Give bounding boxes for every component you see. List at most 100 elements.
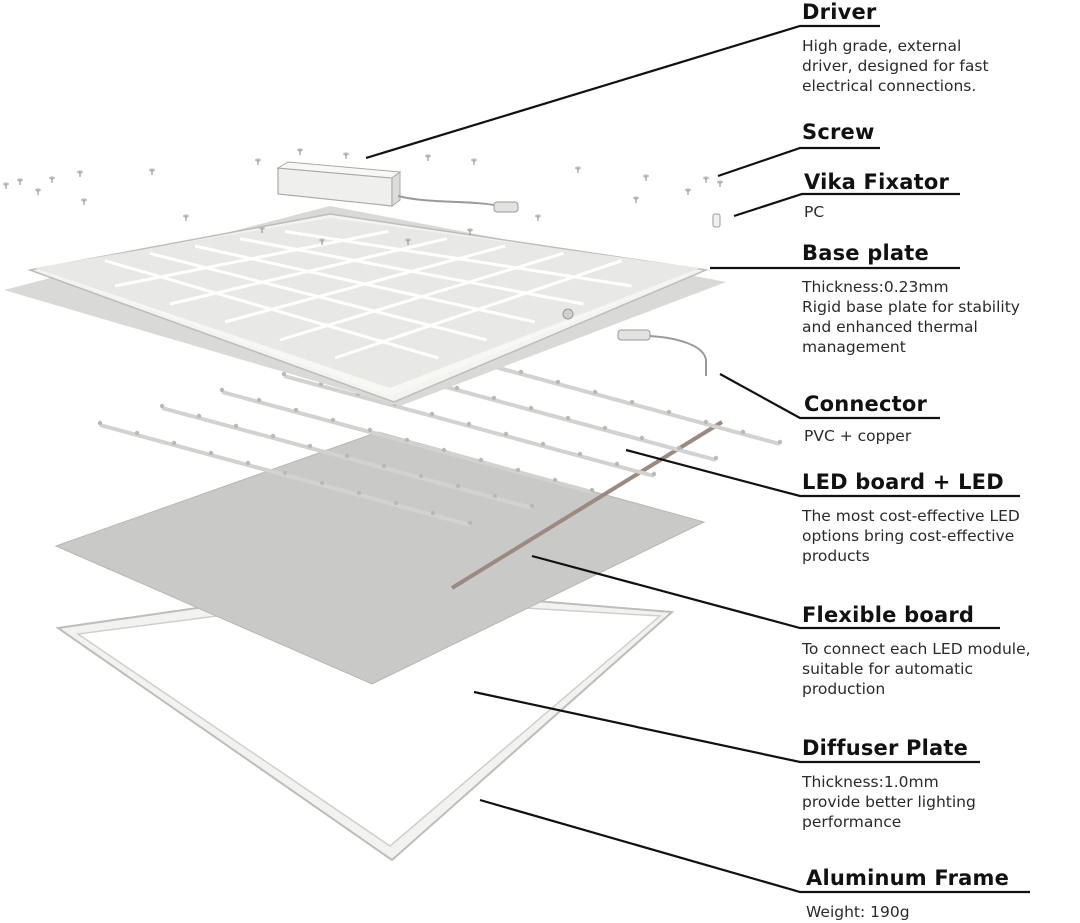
driver-illustration xyxy=(276,161,519,213)
screws-illustration xyxy=(3,148,723,245)
screw xyxy=(685,188,691,195)
screw xyxy=(183,214,189,221)
diffuser-plate-description: Thickness:1.0mm provide better lighting … xyxy=(802,772,976,832)
screw xyxy=(255,158,261,165)
frame-desc-line-1: Weight: 190g xyxy=(806,903,910,921)
led-chip xyxy=(282,470,288,476)
driver-desc-line-3: electrical connections. xyxy=(802,77,977,95)
led-chip xyxy=(491,395,497,401)
base-desc-line-2: Rigid base plate for stability xyxy=(802,298,1020,316)
base-desc-line-4: management xyxy=(802,338,906,356)
led-chip xyxy=(540,441,546,447)
driver-title: Driver xyxy=(802,0,877,24)
led-chip xyxy=(467,520,473,526)
connector-description: PVC + copper xyxy=(804,426,927,446)
led-chip xyxy=(503,431,509,437)
diffuser-desc-line-2: provide better lighting xyxy=(802,793,976,811)
aluminum-frame-title: Aluminum Frame xyxy=(806,866,1010,890)
base-plate-rib xyxy=(334,259,623,360)
vika-fixator-illustration xyxy=(712,213,721,228)
led-chip xyxy=(281,371,287,377)
led-chip xyxy=(330,417,336,423)
screw xyxy=(703,176,709,183)
led-chip xyxy=(602,425,608,431)
screw xyxy=(575,166,581,173)
base-plate-label: Base plate Thickness:0.23mm Rigid base p… xyxy=(802,241,1020,357)
led-chip xyxy=(565,415,571,421)
led-chip xyxy=(404,437,410,443)
driver-desc-line-1: High grade, external xyxy=(802,37,962,55)
driver-label: Driver High grade, external driver, desi… xyxy=(802,0,989,96)
flex-desc-line-1: To connect each LED module, xyxy=(802,640,1031,658)
screw xyxy=(3,182,9,189)
led-chip xyxy=(777,439,783,445)
leader-lines xyxy=(365,24,1030,894)
screw-title: Screw xyxy=(802,120,875,144)
led-chip xyxy=(555,379,561,385)
flexible-board-title: Flexible board xyxy=(802,603,975,627)
led-chip xyxy=(441,447,447,453)
screw xyxy=(81,198,87,205)
vika-fixator-label: Vika Fixator PC xyxy=(804,170,949,222)
led-chip xyxy=(651,471,657,477)
vika-leader-line xyxy=(733,192,960,218)
led-chip xyxy=(478,457,484,463)
vika-desc-line-1: PC xyxy=(804,203,825,221)
led-chip xyxy=(97,420,103,426)
base-desc-line-3: and enhanced thermal xyxy=(802,318,978,336)
screw xyxy=(149,168,155,175)
led-chip xyxy=(344,453,350,459)
led-chip xyxy=(454,385,460,391)
led-chip xyxy=(592,389,598,395)
led-chip xyxy=(233,423,239,429)
screw xyxy=(49,176,55,183)
led-chip xyxy=(245,460,251,466)
led-chip xyxy=(577,451,583,457)
screw xyxy=(425,154,431,161)
led-board-label: LED board + LED The most cost-effective … xyxy=(802,470,1020,566)
led-chip xyxy=(552,477,558,483)
led-chip xyxy=(455,483,461,489)
led-chip xyxy=(515,467,521,473)
led-board-title: LED board + LED xyxy=(802,470,1004,494)
flex-desc-line-3: production xyxy=(802,680,886,698)
diffuser-plate-title: Diffuser Plate xyxy=(802,736,969,760)
screw xyxy=(35,188,41,195)
base-plate-description: Thickness:0.23mm Rigid base plate for st… xyxy=(802,277,1020,357)
led-chip xyxy=(518,369,524,375)
driver-desc-line-2: driver, designed for fast xyxy=(802,57,989,75)
screw xyxy=(319,238,325,245)
driver-leader-line xyxy=(365,24,880,160)
screw xyxy=(343,152,349,159)
led-chip xyxy=(208,450,214,456)
led-chip xyxy=(219,387,225,393)
screw-label: Screw xyxy=(802,120,875,144)
led-chip xyxy=(171,440,177,446)
flex-leader-line xyxy=(531,554,1000,630)
led-chip xyxy=(270,433,276,439)
connector-illustration xyxy=(617,329,707,376)
led-chip xyxy=(492,493,498,499)
led-chip xyxy=(589,487,595,493)
led-chip xyxy=(740,429,746,435)
led-chip xyxy=(639,435,645,441)
led-chip xyxy=(307,443,313,449)
led-chip xyxy=(381,463,387,469)
frame-leader-line xyxy=(479,798,1030,894)
screw xyxy=(297,148,303,155)
driver-description: High grade, external driver, designed fo… xyxy=(802,36,989,96)
led-chip xyxy=(134,430,140,436)
led-chip xyxy=(713,455,719,461)
led-chip xyxy=(356,490,362,496)
screw xyxy=(633,196,639,203)
led-chip xyxy=(529,503,535,509)
led-chip xyxy=(418,473,424,479)
led-desc-line-1: The most cost-effective LED xyxy=(802,507,1020,525)
aluminum-frame-description: Weight: 190g xyxy=(806,902,1009,922)
screw xyxy=(471,158,477,165)
base-plate-illustration xyxy=(4,206,726,406)
base-plate-title: Base plate xyxy=(802,241,929,265)
connector-title: Connector xyxy=(804,392,928,416)
vika-fixator-title: Vika Fixator xyxy=(804,170,950,194)
